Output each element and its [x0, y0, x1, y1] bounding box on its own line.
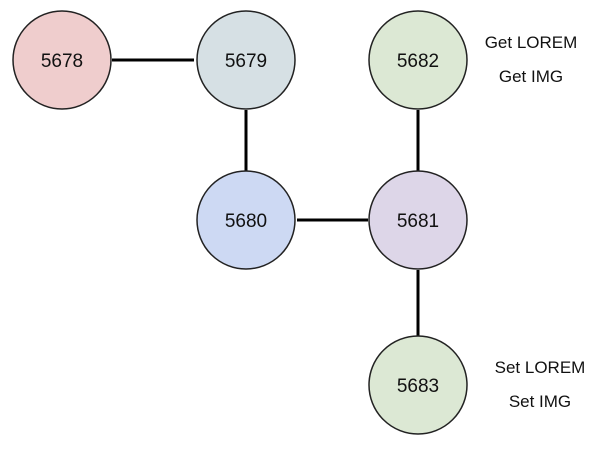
node-5680-label: 5680: [225, 211, 267, 232]
node-5683[interactable]: 5683: [368, 335, 468, 435]
node-5679-label: 5679: [225, 51, 267, 72]
node-5678[interactable]: 5678: [12, 10, 112, 110]
annotation-5683: Set LOREM Set IMG: [495, 358, 586, 411]
node-5679[interactable]: 5679: [196, 10, 296, 110]
node-5681-circle[interactable]: [368, 170, 468, 270]
node-5681[interactable]: 5681: [368, 170, 468, 270]
annotation-5682-line-1: Get LOREM: [485, 33, 578, 52]
annotation-5682-line-2: Get IMG: [499, 67, 563, 86]
annotation-5683-line-1: Set LOREM: [495, 358, 586, 377]
node-5680-circle[interactable]: [196, 170, 296, 270]
node-5682-circle[interactable]: [368, 10, 468, 110]
node-5683-label: 5683: [397, 376, 439, 397]
annotation-5682: Get LOREM Get IMG: [485, 33, 578, 86]
node-5680[interactable]: 5680: [196, 170, 296, 270]
node-5682-label: 5682: [397, 51, 439, 72]
node-5683-circle[interactable]: [368, 335, 468, 435]
annotation-5683-line-2: Set IMG: [509, 392, 571, 411]
node-5682[interactable]: 5682: [368, 10, 468, 110]
node-5678-circle[interactable]: [12, 10, 112, 110]
edges: [112, 58, 420, 336]
node-5681-label: 5681: [397, 211, 439, 232]
node-5679-circle[interactable]: [196, 10, 296, 110]
node-5678-label: 5678: [41, 51, 83, 72]
